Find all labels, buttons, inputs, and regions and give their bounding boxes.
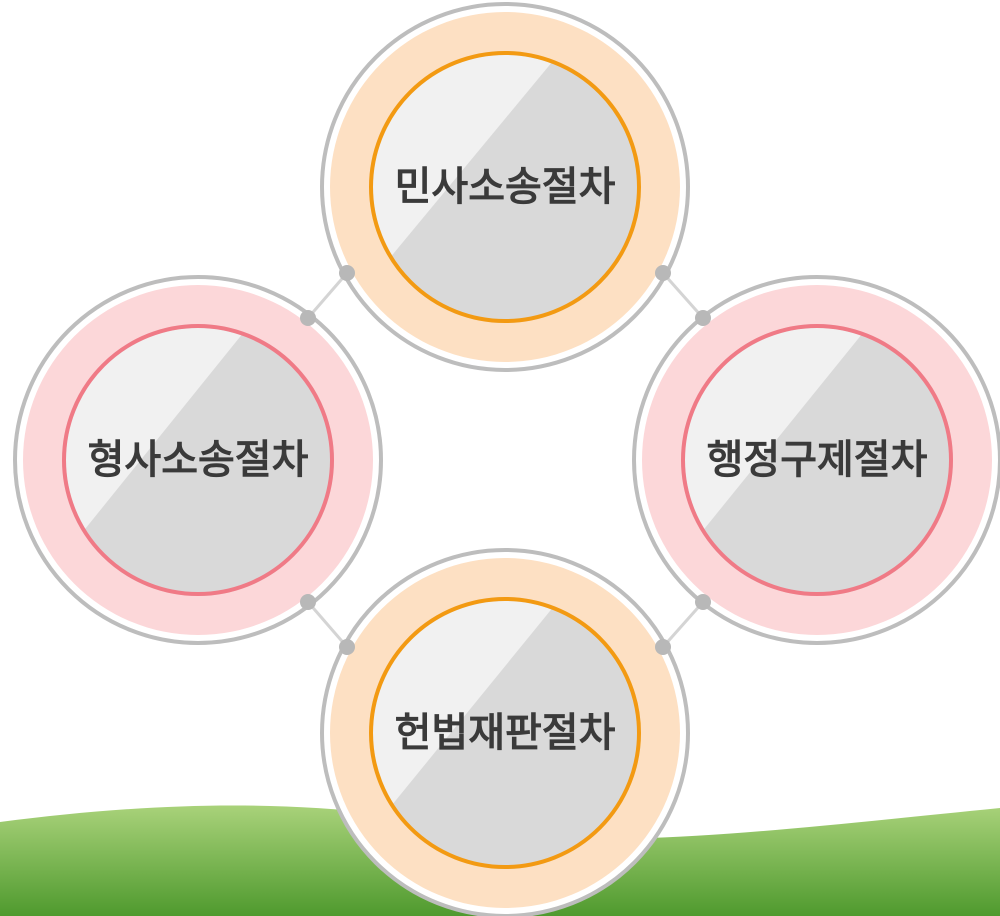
connector-dot bbox=[339, 639, 355, 655]
connectors bbox=[306, 272, 705, 648]
connector-civil-administrative bbox=[661, 272, 705, 319]
connector-civil-criminal bbox=[306, 272, 349, 319]
connector-dot bbox=[695, 594, 711, 610]
connector-dot bbox=[339, 265, 355, 281]
node-inner-border bbox=[369, 51, 641, 323]
connector-dots bbox=[300, 265, 711, 655]
connector-dot bbox=[300, 310, 316, 326]
connector-criminal-constitutional bbox=[306, 601, 349, 648]
connector-dot bbox=[300, 594, 316, 610]
node-criminal-procedure: 형사소송절차 bbox=[13, 275, 383, 645]
node-label-civil: 민사소송절차 bbox=[395, 164, 616, 210]
node-inner-border bbox=[681, 324, 953, 596]
node-administrative-relief-procedure: 행정구제절차 bbox=[632, 275, 1000, 645]
connector-administrative-constitutional bbox=[661, 601, 705, 648]
node-inner-border bbox=[62, 324, 334, 596]
connector-dot bbox=[655, 639, 671, 655]
node-constitutional-trial-procedure: 헌법재판절차 bbox=[320, 548, 690, 916]
node-label-administrative: 행정구제절차 bbox=[707, 437, 928, 483]
node-inner-border bbox=[369, 597, 641, 869]
node-civil-procedure: 민사소송절차 bbox=[320, 2, 690, 372]
node-label-constitutional: 헌법재판절차 bbox=[395, 710, 616, 756]
connector-dot bbox=[655, 265, 671, 281]
node-label-criminal: 형사소송절차 bbox=[88, 437, 309, 483]
connector-dot bbox=[695, 310, 711, 326]
